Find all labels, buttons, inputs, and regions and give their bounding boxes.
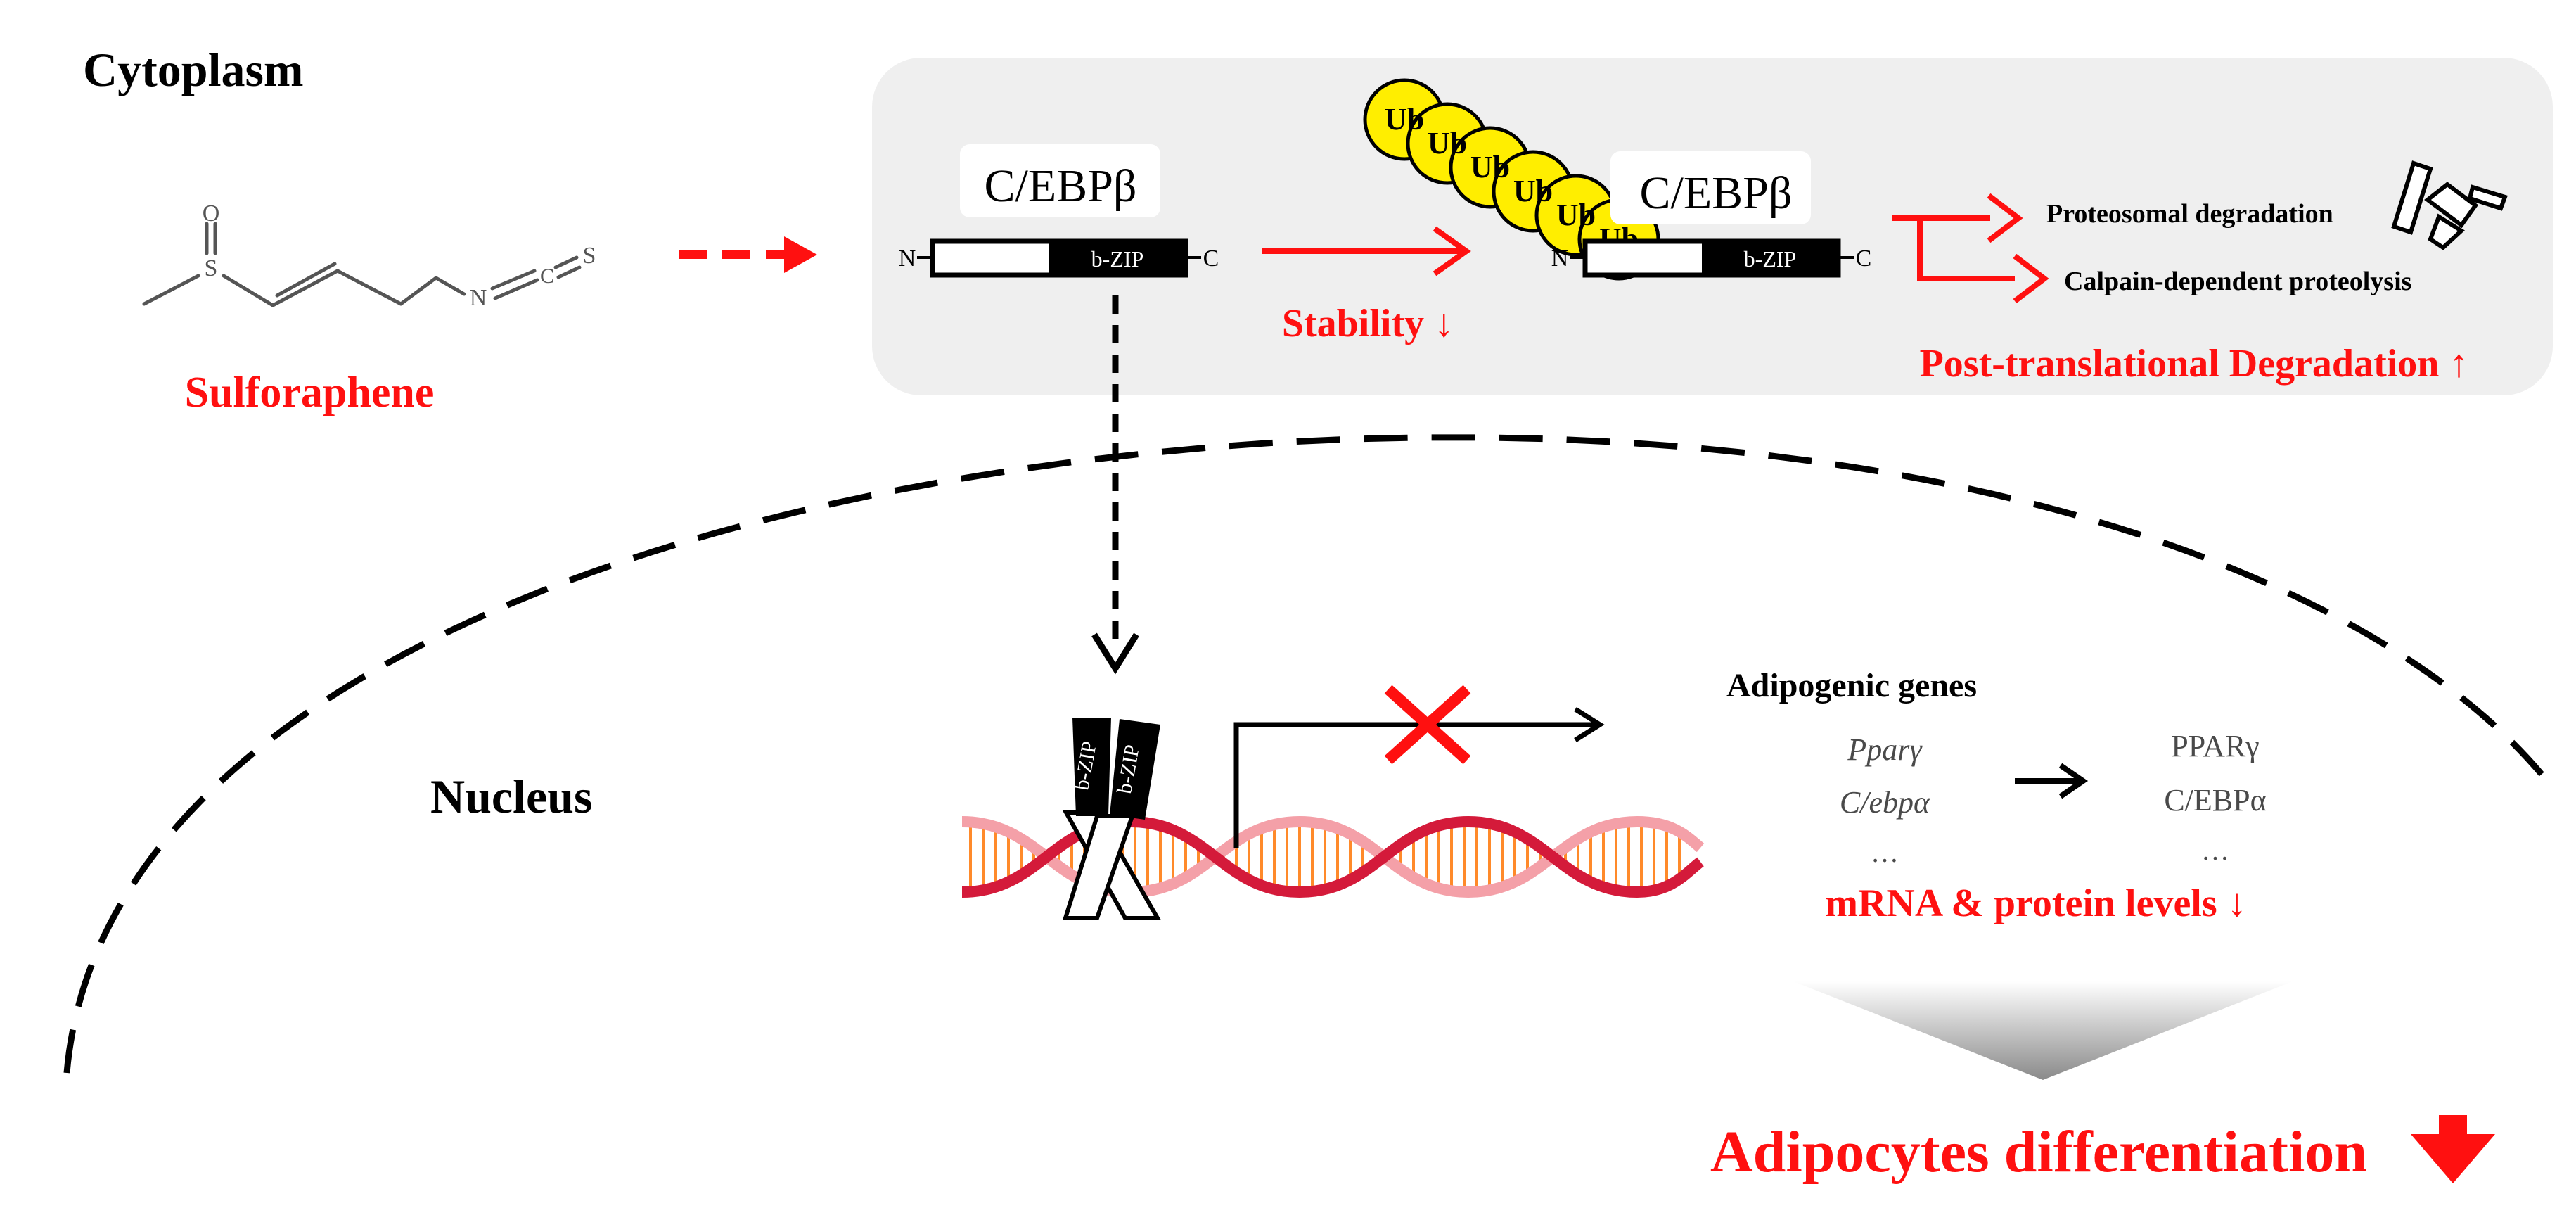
ubiquitin-label-4: Ub xyxy=(1513,174,1553,208)
ubiquitin-label-3: Ub xyxy=(1470,150,1510,184)
red-x-icon xyxy=(1384,685,1471,765)
sulforaphene-structure xyxy=(142,222,582,307)
protein-label-box-1 xyxy=(960,144,1160,217)
cytoplasm-label: Cytoplasm xyxy=(83,43,304,96)
outcome-label: Adipocytes differentiation xyxy=(1710,1119,2367,1185)
ubiquitin-label-1: Ub xyxy=(1385,102,1424,136)
levels-label: mRNA & protein levels ↓ xyxy=(1825,882,2246,925)
atom-terminal-sulfur: S xyxy=(583,243,596,269)
bzip-domain-1 xyxy=(1049,241,1186,275)
cebpb-dimer-on-dna xyxy=(1062,718,1162,920)
gene-pparg: Pparγ xyxy=(1847,732,1923,767)
gene-more: … xyxy=(1871,836,1899,868)
gene-cebpa: C/ebpα xyxy=(1840,785,1930,820)
bzip-label-2: b-ZIP xyxy=(1744,246,1797,272)
protein-label-box-2 xyxy=(1610,151,1811,224)
downstream-chevron xyxy=(1793,981,2293,1080)
degradation-branch-arrows xyxy=(1892,193,2049,304)
protein-label-2: C/EBPβ xyxy=(1640,167,1793,219)
calpain-label: Calpain-dependent proteolysis xyxy=(2064,267,2411,296)
transcription-arrow xyxy=(1233,722,1596,848)
nucleus-label: Nucleus xyxy=(430,770,592,823)
protein-more: … xyxy=(2201,834,2229,866)
post-translational-label: Post-translational Degradation ↑ xyxy=(1920,342,2469,386)
n-terminus-1: N xyxy=(899,246,916,272)
proteasomal-label: Proteosomal degradation xyxy=(2046,199,2333,229)
red-down-arrow-icon xyxy=(2411,1115,2495,1183)
n-terminus-2: N xyxy=(1551,246,1569,272)
atom-oxygen: O xyxy=(203,201,220,227)
stability-label: Stability ↓ xyxy=(1282,302,1454,345)
dashed-red-arrowhead xyxy=(784,236,817,273)
dna-helix xyxy=(961,815,1705,898)
atom-nitrogen: N xyxy=(470,285,487,311)
adipogenic-genes-label: Adipogenic genes xyxy=(1726,667,1977,704)
c-terminus-1: C xyxy=(1203,246,1219,272)
nuclear-membrane xyxy=(63,434,2556,1074)
protein-cebpa: C/EBPα xyxy=(2164,783,2266,818)
compound-label: Sulforaphene xyxy=(185,369,435,416)
bzip-label-1: b-ZIP xyxy=(1091,246,1144,272)
cytoplasm-panel xyxy=(872,58,2553,395)
c-terminus-2: C xyxy=(1856,246,1872,272)
bzip-domain-2 xyxy=(1702,241,1838,275)
atom-carbon: C xyxy=(540,265,554,288)
protein-pparg: PPARγ xyxy=(2171,729,2259,763)
ubiquitin-label-5: Ub xyxy=(1556,198,1596,232)
protein-label-1: C/EBPβ xyxy=(985,160,1137,212)
atom-sulfur: S xyxy=(205,255,218,281)
ubiquitin-label-2: Ub xyxy=(1428,126,1467,160)
protein-fragments-icon xyxy=(2391,160,2508,250)
